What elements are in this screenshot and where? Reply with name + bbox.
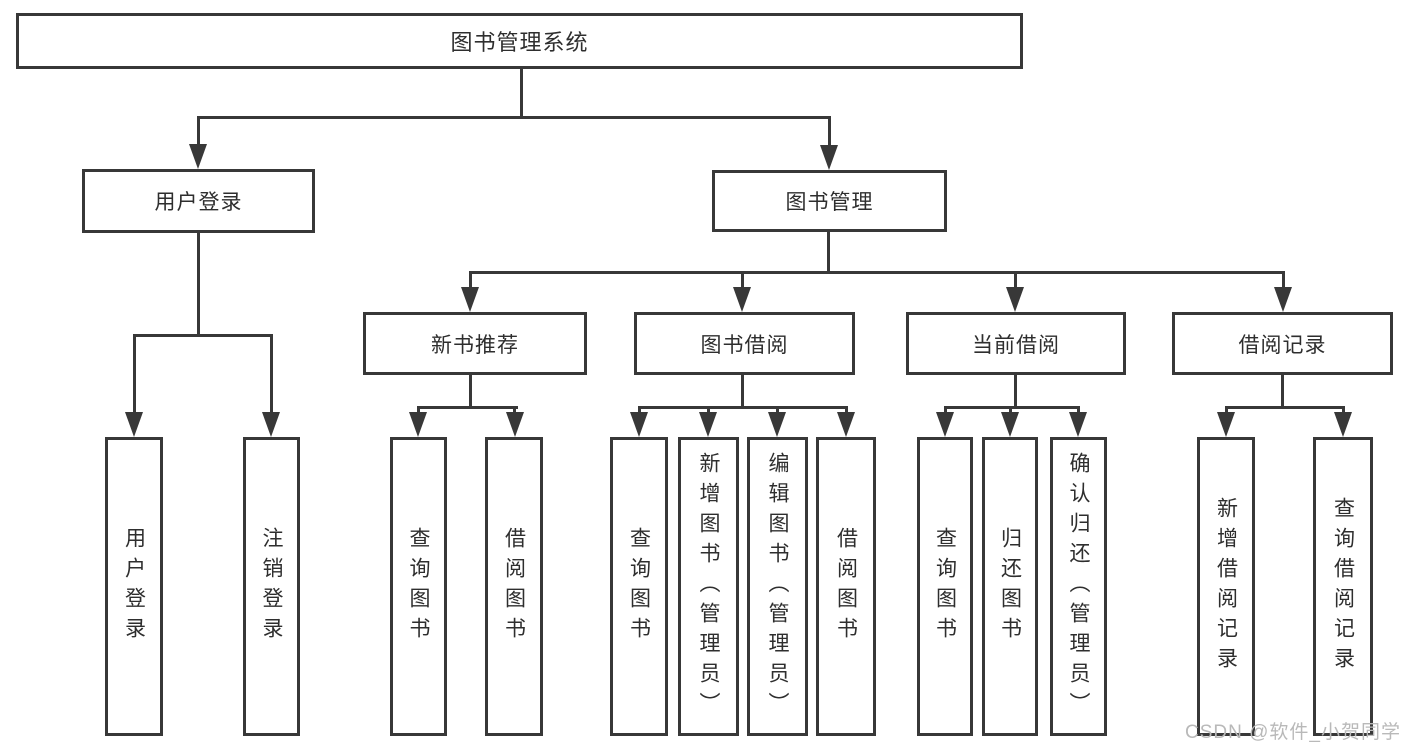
arrow-down-icon (1334, 412, 1352, 437)
node-book-management: 图书管理 (712, 170, 947, 232)
line (469, 271, 1285, 274)
leaf-add-borrow-record: 新增借阅记录 (1197, 437, 1255, 736)
line (741, 375, 744, 409)
arrow-down-icon (733, 287, 751, 312)
leaf-user-login: 用户登录 (105, 437, 163, 736)
leaf-return-book: 归还图书 (982, 437, 1038, 736)
arrow-down-icon (506, 412, 524, 437)
line (197, 233, 200, 337)
line (776, 406, 779, 415)
node-book-borrow: 图书借阅 (634, 312, 855, 375)
line (197, 116, 200, 148)
node-current-borrow: 当前借阅 (906, 312, 1126, 375)
arrow-down-icon (820, 145, 838, 170)
arrow-down-icon (125, 412, 143, 437)
line (638, 406, 641, 415)
arrow-down-icon (837, 412, 855, 437)
arrow-down-icon (768, 412, 786, 437)
node-user-login: 用户登录 (82, 169, 315, 233)
leaf-query-borrow-record: 查询借阅记录 (1313, 437, 1373, 736)
arrow-down-icon (461, 287, 479, 312)
leaf-add-book-admin: 新增图书（管理员） (678, 437, 739, 736)
line (469, 271, 472, 287)
leaf-query-book-borrow: 查询图书 (610, 437, 668, 736)
line (133, 334, 273, 337)
arrow-down-icon (1069, 412, 1087, 437)
line (1342, 406, 1345, 415)
arrow-down-icon (630, 412, 648, 437)
arrow-down-icon (1217, 412, 1235, 437)
line (827, 232, 830, 274)
line (1014, 271, 1017, 287)
leaf-query-book-current: 查询图书 (917, 437, 973, 736)
arrow-down-icon (1001, 412, 1019, 437)
line (828, 116, 831, 149)
arrow-down-icon (936, 412, 954, 437)
line (417, 406, 518, 409)
line (1009, 406, 1012, 415)
line (417, 406, 420, 415)
line (1282, 271, 1285, 287)
leaf-query-book-recommend: 查询图书 (390, 437, 447, 736)
node-root: 图书管理系统 (16, 13, 1023, 69)
arrow-down-icon (699, 412, 717, 437)
line (1077, 406, 1080, 415)
node-new-book-recommend: 新书推荐 (363, 312, 587, 375)
line (707, 406, 710, 415)
line (133, 334, 136, 416)
line (469, 375, 472, 409)
line (638, 406, 848, 409)
node-borrow-records: 借阅记录 (1172, 312, 1393, 375)
leaf-logout: 注销登录 (243, 437, 300, 736)
arrow-down-icon (262, 412, 280, 437)
line (1225, 406, 1228, 415)
watermark: CSDN @软件_小贺同学 (1185, 722, 1401, 743)
leaf-edit-book-admin: 编辑图书（管理员） (747, 437, 808, 736)
leaf-confirm-return-admin: 确认归还（管理员） (1050, 437, 1107, 736)
line (845, 406, 848, 415)
line (197, 116, 831, 119)
arrow-down-icon (1274, 287, 1292, 312)
line (944, 406, 1080, 409)
line (1014, 375, 1017, 409)
line (944, 406, 947, 415)
line (1281, 375, 1284, 409)
line (520, 69, 523, 119)
arrow-down-icon (1006, 287, 1024, 312)
line (513, 406, 516, 415)
leaf-borrow-book: 借阅图书 (816, 437, 876, 736)
arrow-down-icon (189, 144, 207, 169)
line (270, 334, 273, 416)
line (741, 271, 744, 287)
line (1225, 406, 1345, 409)
arrow-down-icon (409, 412, 427, 437)
leaf-borrow-book-recommend: 借阅图书 (485, 437, 543, 736)
